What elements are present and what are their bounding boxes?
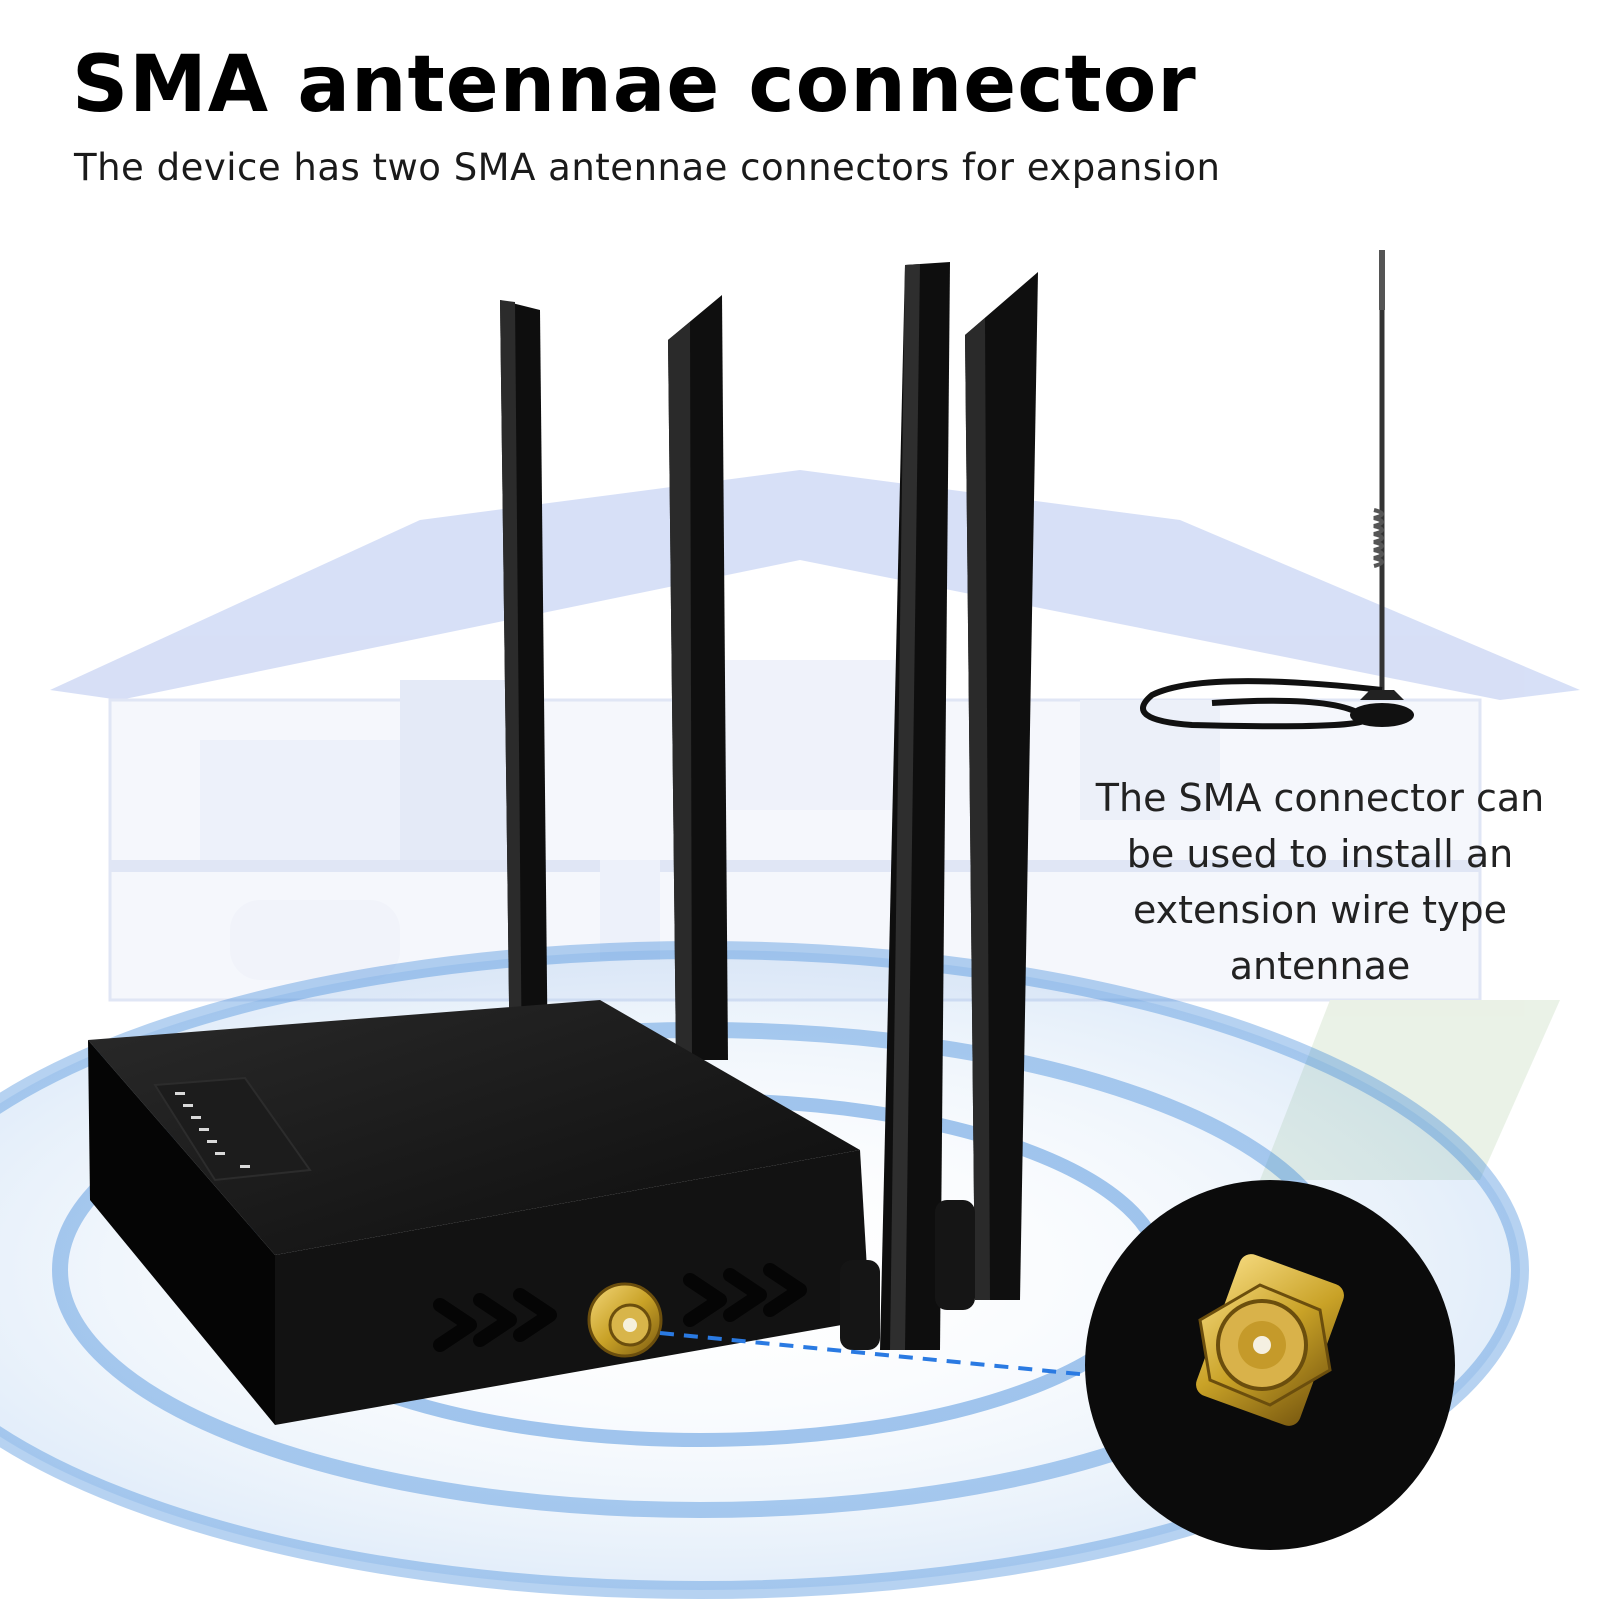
callout-line: The SMA connector can [1095,776,1545,820]
callout-line: extension wire type [1132,888,1508,932]
connector-callout: The SMA connector can be used to install… [1060,770,1580,994]
page-title: SMA antennae connector [72,40,1197,130]
sma-connector-icon [587,1282,663,1358]
connector-zoom-detail [1085,1180,1455,1550]
callout-line: antennae [1229,944,1411,988]
magnetic-antenna-icon [1140,250,1414,730]
router-antennas-front [840,262,1038,1350]
chevron-triple-icon [433,1263,807,1352]
page-subtitle: The device has two SMA antennae connecto… [74,146,1221,189]
status-led-indicators [175,1092,250,1168]
callout-line: be used to install an [1126,832,1514,876]
router-body [88,1000,870,1425]
connector-pointer-line [659,1331,1111,1379]
router-antennas-back [500,295,728,1080]
